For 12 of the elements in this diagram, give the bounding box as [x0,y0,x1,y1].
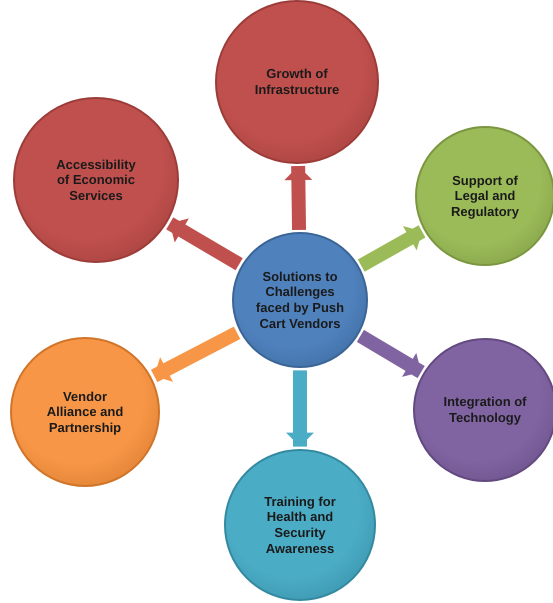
node-text: Vendor Alliance and Partnership [46,388,124,436]
block-arrow [286,370,314,447]
node-text: Integration of Technology [442,394,528,426]
node-text: Growth of Infrastructure [254,66,340,98]
node-text: Accessibility of Economic Services [55,156,137,204]
node-text: Support of Legal and Regulatory [450,172,520,220]
node-text: Training for Health and Security Awareness [263,494,337,556]
block-arrow [358,225,426,272]
block-arrow [166,217,243,270]
block-arrow [150,326,240,382]
node-text: Solutions to Challenges faced by Push Cart Vendors [254,268,346,332]
block-arrow [284,166,312,230]
